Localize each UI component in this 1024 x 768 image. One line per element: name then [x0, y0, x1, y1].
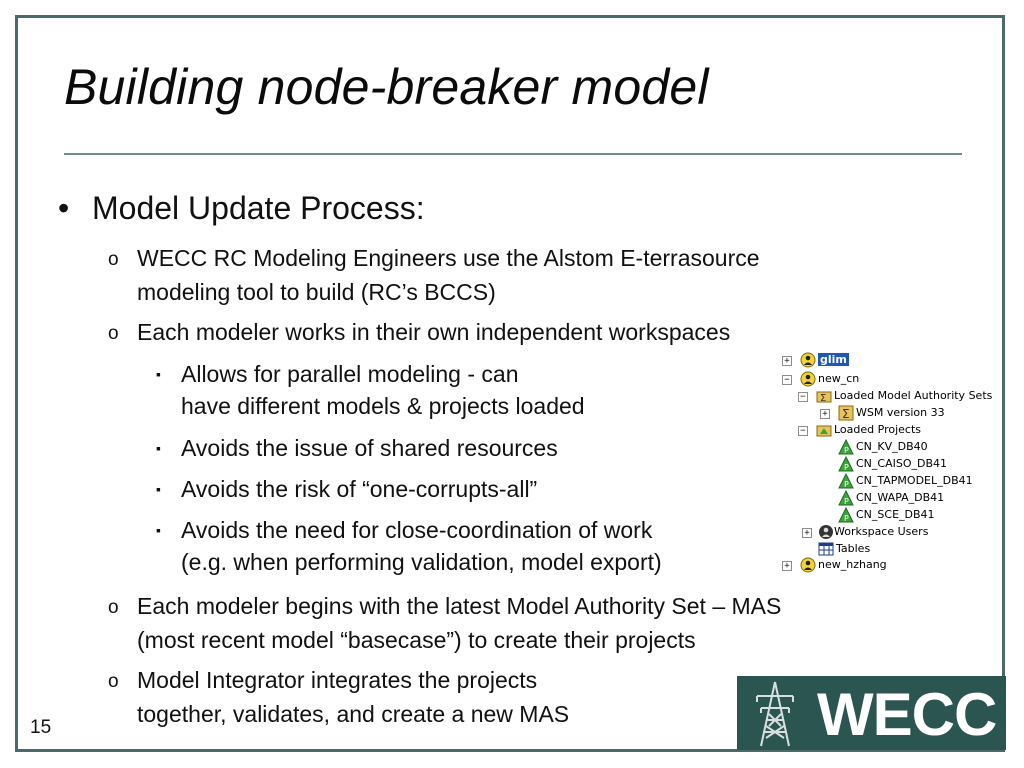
svg-text:Σ: Σ — [820, 393, 826, 404]
square-bullet-1-line1: Allows for parallel modeling - can — [181, 361, 519, 387]
tree-label[interactable]: WSM version 33 — [856, 406, 945, 419]
slide-frame — [15, 15, 1005, 752]
svg-text:P: P — [844, 480, 849, 489]
square-bullet-1: ▪ Allows for parallel modeling - can have… — [156, 358, 585, 422]
svg-text:P: P — [844, 497, 849, 506]
folder-icon: Σ — [816, 391, 832, 404]
tree-label[interactable]: Loaded Projects — [834, 423, 922, 436]
title-divider — [64, 153, 962, 155]
tree-label[interactable]: CN_KV_DB40 — [856, 440, 928, 453]
sub-bullet-1-line2: modeling tool to build (RC’s BCCS) — [137, 279, 496, 305]
project-icon: P — [838, 490, 854, 506]
square-bullet: ▪ — [156, 481, 161, 497]
project-icon: P — [838, 456, 854, 472]
project-icon: P — [838, 473, 854, 489]
svg-text:P: P — [844, 446, 849, 455]
user-icon — [800, 352, 816, 368]
collapse-toggle[interactable]: − — [798, 392, 808, 402]
slide-title: Building node-breaker model — [64, 59, 709, 115]
project-icon: P — [838, 507, 854, 523]
square-bullet-2: ▪ Avoids the issue of shared resources — [156, 432, 558, 464]
square-bullet-3: ▪ Avoids the risk of “one-corrupts-all” — [156, 473, 537, 505]
tree-label[interactable]: new_cn — [818, 372, 860, 385]
tree-label[interactable]: glim — [818, 353, 849, 366]
slide-number: 15 — [30, 717, 52, 738]
expand-toggle[interactable]: + — [802, 528, 812, 538]
project-icon: P — [838, 439, 854, 455]
svg-text:P: P — [844, 514, 849, 523]
square-bullet-4: ▪ Avoids the need for close-coordination … — [156, 514, 662, 578]
tree-label[interactable]: Workspace Users — [834, 525, 929, 538]
users-icon — [819, 525, 833, 539]
collapse-toggle[interactable]: − — [782, 375, 792, 385]
sub-bullet-3-line1: Each modeler begins with the latest Mode… — [137, 593, 782, 619]
user-icon — [800, 371, 816, 387]
wecc-logo-text: WECC — [817, 681, 997, 748]
main-bullet: • Model Update Process: — [58, 190, 425, 227]
user-icon — [800, 557, 816, 573]
expand-toggle[interactable]: + — [782, 561, 792, 571]
square-bullet-4-line1: Avoids the need for close-coordination o… — [181, 517, 653, 543]
expand-toggle[interactable]: + — [782, 356, 792, 366]
square-bullet: ▪ — [156, 440, 161, 456]
tree-label[interactable]: Tables — [836, 542, 871, 555]
transmission-tower-icon — [756, 681, 794, 747]
sub-bullet-1: o WECC RC Modeling Engineers use the Alst… — [108, 242, 760, 308]
sigma-icon: Σ — [838, 405, 854, 421]
main-bullet-text: Model Update Process: — [92, 190, 425, 226]
wecc-logo — [737, 676, 1006, 750]
tree-label[interactable]: CN_TAPMODEL_DB41 — [856, 474, 973, 487]
sub-bullet-3-line2: (most recent model “basecase”) to create… — [137, 627, 696, 653]
sub-bullet-4: o Model Integrator integrates the project… — [108, 664, 569, 730]
square-bullet-1-line2: have different models & projects loaded — [181, 393, 585, 419]
tree-label[interactable]: CN_CAISO_DB41 — [856, 457, 948, 470]
folder-icon — [816, 425, 832, 437]
svg-text:Σ: Σ — [842, 407, 850, 421]
sub-bullet-4-line2: together, validates, and create a new MA… — [137, 701, 570, 727]
square-bullet: ▪ — [156, 522, 161, 538]
circle-bullet: o — [108, 323, 119, 344]
tree-label[interactable]: CN_WAPA_DB41 — [856, 491, 945, 504]
square-bullet-3-text: Avoids the risk of “one-corrupts-all” — [181, 476, 538, 502]
tree-label[interactable]: new_hzhang — [818, 558, 887, 571]
table-icon — [818, 542, 834, 556]
bullet-dot: • — [58, 190, 70, 226]
circle-bullet: o — [108, 597, 119, 618]
square-bullet-4-line2: (e.g. when performing validation, model … — [181, 549, 662, 575]
collapse-toggle[interactable]: − — [798, 426, 808, 436]
workspace-tree: + glim − new_cn − Σ Loaded Model Authori… — [778, 348, 993, 574]
circle-bullet: o — [108, 249, 119, 270]
tree-label[interactable]: Loaded Model Authority Sets — [834, 389, 993, 402]
sub-bullet-2: o Each modeler works in their own indepen… — [108, 316, 730, 350]
square-bullet-2-text: Avoids the issue of shared resources — [181, 435, 558, 461]
square-bullet: ▪ — [156, 366, 161, 382]
circle-bullet: o — [108, 671, 119, 692]
sub-bullet-3: o Each modeler begins with the latest Mod… — [108, 590, 781, 656]
tree-label[interactable]: CN_SCE_DB41 — [856, 508, 935, 521]
svg-text:P: P — [844, 463, 849, 472]
sub-bullet-1-line1: WECC RC Modeling Engineers use the Alsto… — [137, 245, 760, 271]
sub-bullet-2-text: Each modeler works in their own independ… — [137, 319, 731, 345]
expand-toggle[interactable]: + — [820, 409, 830, 419]
sub-bullet-4-line1: Model Integrator integrates the projects — [137, 667, 538, 693]
